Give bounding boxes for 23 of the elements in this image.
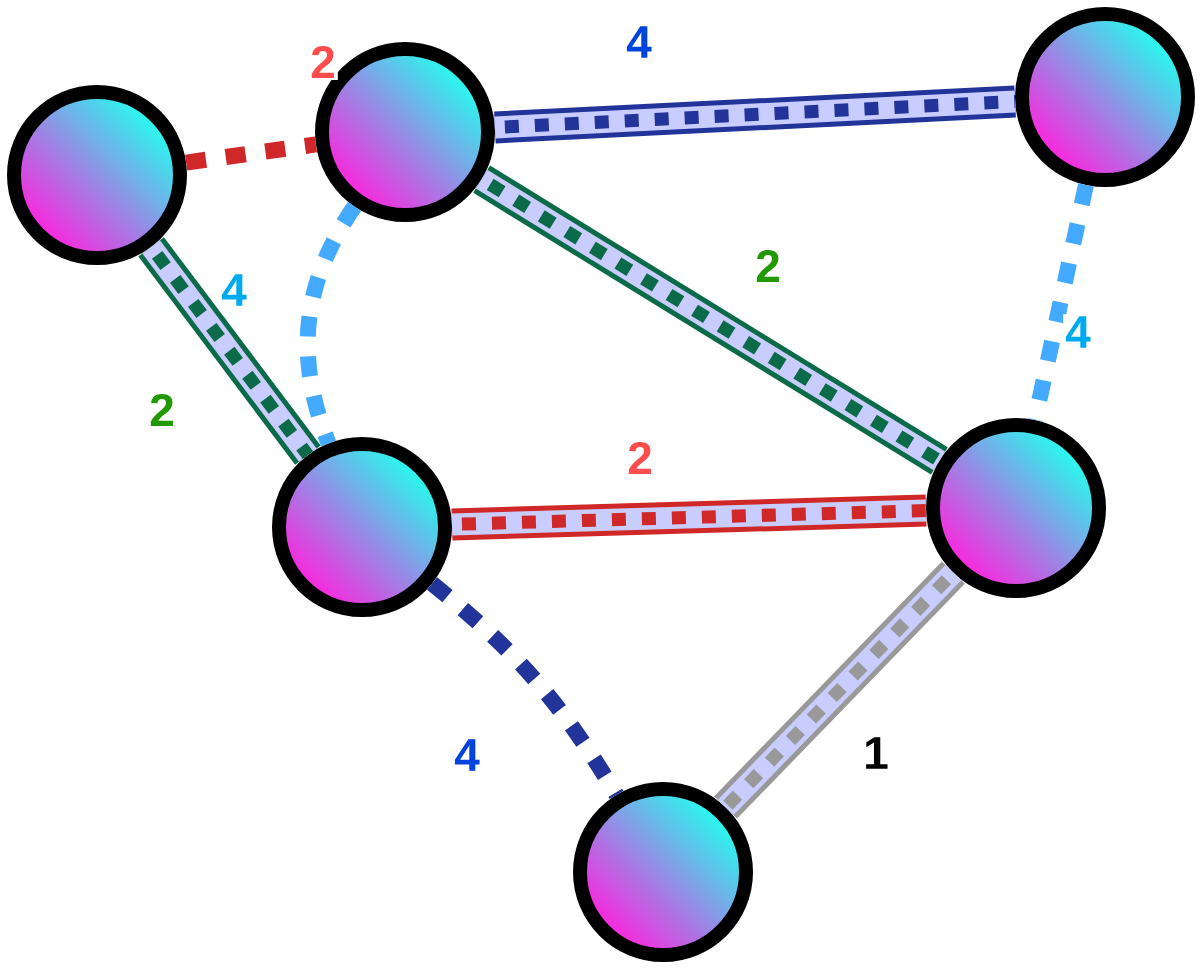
edge-label: 4 (624, 24, 654, 60)
edge-label: 2 (308, 43, 338, 81)
edge-label: 4 (219, 272, 249, 308)
dotted-route (1027, 183, 1094, 422)
route-band (714, 561, 965, 819)
edge-label: 2 (625, 439, 655, 477)
station-circle (7, 85, 187, 265)
dotted-route (185, 136, 317, 171)
dotted-route (299, 202, 362, 447)
edge-label: 2 (753, 247, 783, 285)
route-band (494, 85, 1016, 144)
route-band (451, 494, 927, 541)
station-circle (926, 418, 1106, 598)
route-band (473, 165, 948, 475)
station-circle (272, 437, 452, 617)
edge-label: 4 (452, 737, 482, 773)
edge-label: 1 (861, 735, 891, 771)
route-band (138, 237, 321, 465)
station-circle (573, 782, 753, 962)
station-circle (1015, 7, 1195, 187)
edge-label: 2 (147, 391, 177, 429)
dotted-route (426, 577, 624, 800)
edge-label: 4 (1063, 314, 1093, 350)
